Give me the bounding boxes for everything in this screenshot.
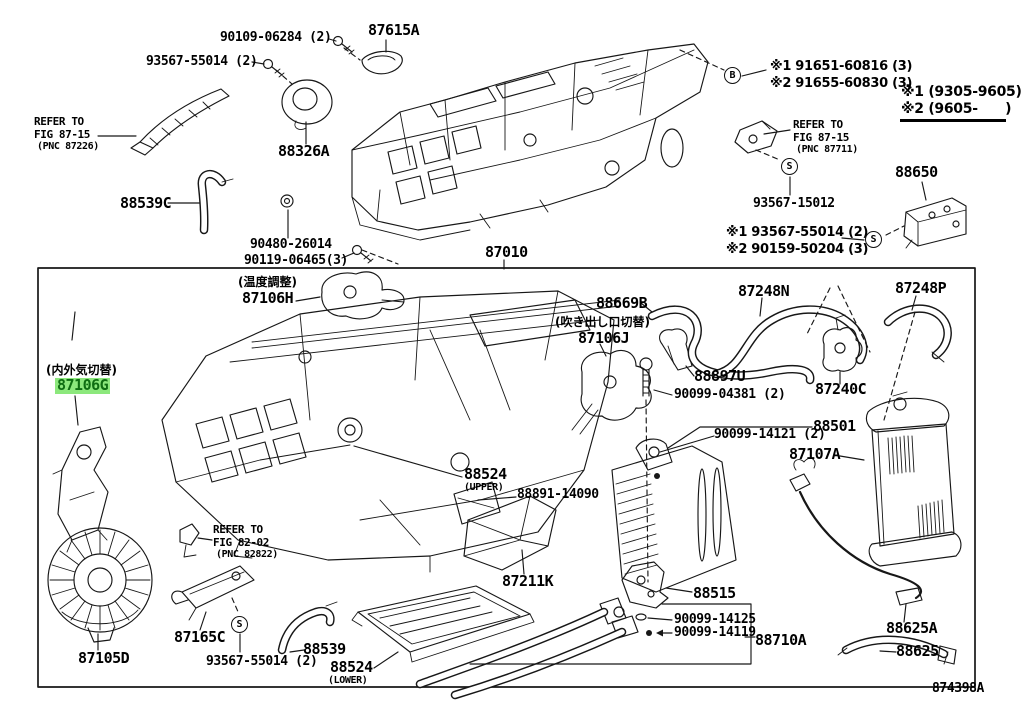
refer-note-87711-line1: REFER TO (793, 118, 843, 131)
hose-87248P-drawing (883, 304, 952, 363)
part-label-87165C: 87165C (174, 628, 226, 646)
refer-note-82822-line2: FIG 82-02 (213, 536, 270, 549)
hose-87248N-drawing (711, 305, 868, 379)
top-bolts-drawing (262, 35, 374, 264)
circled-letter-b: B (724, 67, 741, 84)
refer-note-87226-line3: (PNC 87226) (37, 141, 99, 152)
part-label-93567-55014-top: 93567-55014 (2) (146, 54, 258, 69)
note-label-date-range-2: ※2 (9605- ) (901, 101, 1012, 117)
part-label-88539: 88539 (303, 640, 346, 658)
pipes-88710A-drawing (415, 597, 639, 700)
circled-letter-s-right: S (865, 231, 882, 248)
part-label-90099-14125: 90099-14125 (674, 612, 756, 627)
part-label-88515: 88515 (693, 584, 736, 602)
alignment-dashed-lines (231, 47, 916, 615)
tray-88524-lower-drawing (351, 585, 535, 663)
part-label-88524-upper: 88524 (464, 465, 507, 483)
amplifier-88650-drawing (903, 197, 967, 249)
circled-letter-s-top: S (781, 158, 798, 175)
note-label-91651-60816: ※1 91651-60816 (3) (770, 59, 913, 74)
part-sublabel-upper: (UPPER) (464, 482, 504, 493)
stud-bolt-drawing (639, 357, 653, 397)
filter-88891-drawing (453, 481, 501, 525)
part-label-87211K: 87211K (502, 572, 554, 590)
refer-note-87226-line2: FIG 87-15 (34, 128, 91, 141)
part-label-88710A: 88710A (755, 631, 807, 649)
part-label-87107A: 87107A (789, 445, 841, 463)
part-label-87010: 87010 (485, 243, 528, 261)
hose-88669B-drawing (647, 305, 815, 385)
part-label-88524-lower: 88524 (330, 658, 373, 676)
evaporator-drawing (611, 438, 737, 593)
duct-87211K-drawing (463, 495, 557, 571)
clip-82822-drawing (179, 523, 200, 558)
valve-87240C-drawing (822, 314, 863, 372)
leader-lines (71, 38, 927, 669)
cowl-side-panel-drawing (130, 88, 230, 156)
part-label-90099-14119: 90099-14119 (674, 625, 756, 640)
bracket-88515-drawing (621, 561, 669, 609)
part-label-90099-04381: 90099-04381 (2) (674, 387, 786, 402)
jp-note-intake-switch: (内外気切替) (46, 363, 117, 377)
part-label-90109-06284: 90109-06284 (2) (220, 30, 332, 45)
part-label-87106J: 87106J (578, 329, 630, 347)
jp-note-temp-control: (温度調整) (238, 275, 297, 289)
circled-letter-s-bottom: S (231, 616, 248, 633)
refer-note-87711-line2: FIG 87-15 (793, 131, 850, 144)
part-label-88650: 88650 (895, 163, 938, 181)
part-label-87106H: 87106H (242, 289, 294, 307)
jp-note-outlet-switch: (吹き出し口切替) (555, 315, 650, 329)
part-label-90480-26014: 90480-26014 (250, 237, 332, 252)
refer-note-87711-line3: (PNC 87711) (796, 144, 858, 155)
part-label-88891-14090: 88891-14090 (517, 487, 599, 502)
part-label-87105D: 87105D (78, 649, 130, 667)
refer-note-82822-line3: (PNC 82822) (216, 549, 278, 560)
refer-note-82822-line1: REFER TO (213, 523, 263, 536)
part-label-88625A: 88625A (886, 619, 938, 637)
tube-88625-drawing (837, 635, 957, 665)
part-label-88501: 88501 (813, 417, 856, 435)
note-label-date-range-1: ※1 (9305-9605) (901, 84, 1022, 100)
hose-88539C-drawing (197, 170, 234, 235)
heater-case-drawing (161, 290, 621, 573)
part-sublabel-lower: (LOWER) (328, 675, 368, 686)
clip-87615A-drawing (361, 50, 403, 75)
note-underline (900, 119, 1006, 122)
part-label-87248N: 87248N (738, 282, 790, 300)
part-label-87106G-highlighted[interactable]: 87106G (55, 376, 111, 394)
o-rings-drawing (635, 613, 652, 636)
grommet-88326A-drawing (281, 79, 333, 131)
resistor-87165C-drawing (171, 565, 255, 621)
part-label-87240C: 87240C (815, 380, 867, 398)
part-label-88539C: 88539C (120, 194, 172, 212)
servo-87106J-drawing (571, 349, 652, 435)
part-label-88326A: 88326A (278, 142, 330, 160)
servo-87106H-drawing (321, 271, 405, 320)
heater-unit-drawing (351, 43, 709, 241)
part-label-93567-15012: 93567-15012 (753, 196, 835, 211)
part-label-88897U: 88897U (694, 367, 746, 385)
note-label-93567-55014: ※1 93567-55014 (2) (726, 225, 869, 240)
blower-motor-drawing (47, 527, 153, 643)
note-label-90159-50204: ※2 90159-50204 (3) (726, 242, 869, 257)
part-label-90099-14121: 90099-14121 (2) (714, 427, 826, 442)
heater-core-drawing (865, 391, 962, 567)
refer-note-87226-line1: REFER TO (34, 115, 84, 128)
servo-87711-drawing (734, 120, 778, 154)
part-label-93567-55014-bottom: 93567-55014 (2) (206, 654, 318, 669)
part-label-87248P: 87248P (895, 279, 947, 297)
part-label-90119-06465: 90119-06465(3) (244, 253, 348, 268)
part-label-87615A: 87615A (368, 21, 420, 39)
part-label-88625: 88625 (896, 642, 939, 660)
note-label-91655-60830: ※2 91655-60830 (3) (770, 76, 913, 91)
clamp-88897U-drawing (659, 328, 693, 371)
part-label-88669B: 88669B (596, 294, 648, 312)
diagram-frame (37, 267, 976, 688)
servo-87106G-drawing (52, 426, 109, 553)
diagram-code: 874398A (932, 681, 984, 696)
thermistor-88625A-drawing (789, 457, 923, 606)
hose-88539-drawing (277, 601, 338, 655)
